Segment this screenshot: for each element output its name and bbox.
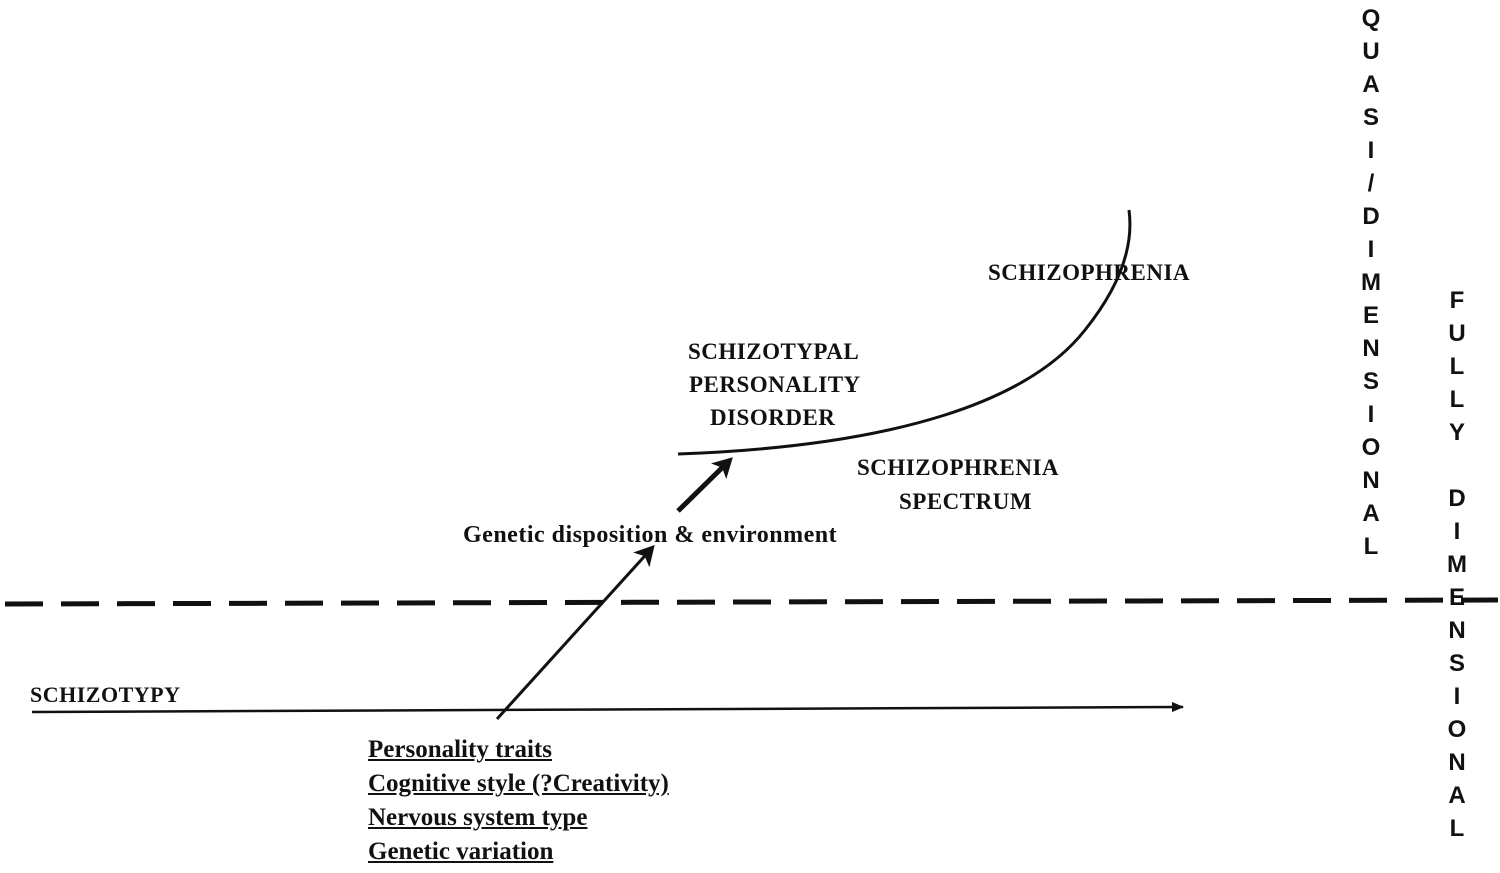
- fully-letter: M: [1447, 551, 1467, 578]
- quasi-letter: I: [1367, 401, 1375, 428]
- trait-nervous-system: Nervous system type: [368, 804, 588, 831]
- quasi-letter: D: [1362, 203, 1380, 230]
- quasi-letter: L: [1363, 533, 1379, 560]
- quasi-letter: A: [1362, 71, 1380, 98]
- quasi-letter: S: [1362, 104, 1379, 131]
- schizophrenia-curve: [677, 209, 1132, 456]
- fully-letter: L: [1449, 815, 1465, 842]
- quasi-letter: N: [1362, 335, 1380, 362]
- quasi-letter: I: [1367, 137, 1375, 164]
- trait-genetic-variation: Genetic variation: [368, 838, 554, 865]
- quasi-letter: U: [1362, 38, 1380, 65]
- fully-letter: O: [1447, 716, 1467, 743]
- trait-personality: Personality traits: [368, 736, 552, 763]
- quasi-letter: A: [1362, 500, 1380, 527]
- schizotypy-label: SCHIZOTYPY: [30, 682, 181, 707]
- fully-letter: L: [1449, 386, 1465, 413]
- fully-letter: L: [1449, 353, 1465, 380]
- quasi-letter: M: [1361, 269, 1381, 296]
- fully-letter: I: [1453, 518, 1461, 545]
- threshold-dashed-line: [4, 597, 1499, 607]
- diagonal-upper-arrow: [676, 457, 733, 513]
- fully-letter: U: [1448, 320, 1466, 347]
- quasi-letter: S: [1362, 368, 1379, 395]
- fully-dimensional-vertical-label: F U L L Y D I M E N S I O N A L: [1444, 284, 1470, 845]
- fully-letter: Y: [1448, 419, 1465, 446]
- schizotypal-line2: PERSONALITY: [689, 372, 861, 397]
- diagonal-lower-arrow: [495, 545, 655, 721]
- fully-letter: S: [1448, 650, 1465, 677]
- fully-letter: E: [1448, 584, 1465, 611]
- quasi-letter: O: [1361, 434, 1381, 461]
- spectrum-line1: SCHIZOPHRENIA: [857, 455, 1060, 480]
- quasi-letter: I: [1367, 236, 1375, 263]
- schizotypy-axis-arrow: [31, 702, 1184, 714]
- fully-letter: D: [1448, 485, 1466, 512]
- schizotypal-line3: DISORDER: [710, 405, 836, 430]
- genetic-environment-label: Genetic disposition & environment: [463, 522, 838, 548]
- fully-letter: F: [1449, 287, 1465, 314]
- fully-letter: A: [1448, 782, 1466, 809]
- quasi-letter: /: [1367, 170, 1375, 197]
- schizotypal-line1: SCHIZOTYPAL: [688, 339, 860, 364]
- quasi-letter: E: [1362, 302, 1379, 329]
- spectrum-line2: SPECTRUM: [899, 489, 1033, 514]
- fully-letter: I: [1453, 683, 1461, 710]
- fully-letter: N: [1448, 617, 1466, 644]
- quasi-letter: Q: [1361, 5, 1381, 32]
- fully-letter: N: [1448, 749, 1466, 776]
- trait-cognitive-style: Cognitive style (?Creativity): [368, 770, 669, 797]
- quasi-dimensional-vertical-label: Q U A S I / D I M E N S I O N A L: [1358, 2, 1384, 563]
- schizophrenia-label: SCHIZOPHRENIA: [988, 260, 1191, 285]
- quasi-letter: N: [1362, 467, 1380, 494]
